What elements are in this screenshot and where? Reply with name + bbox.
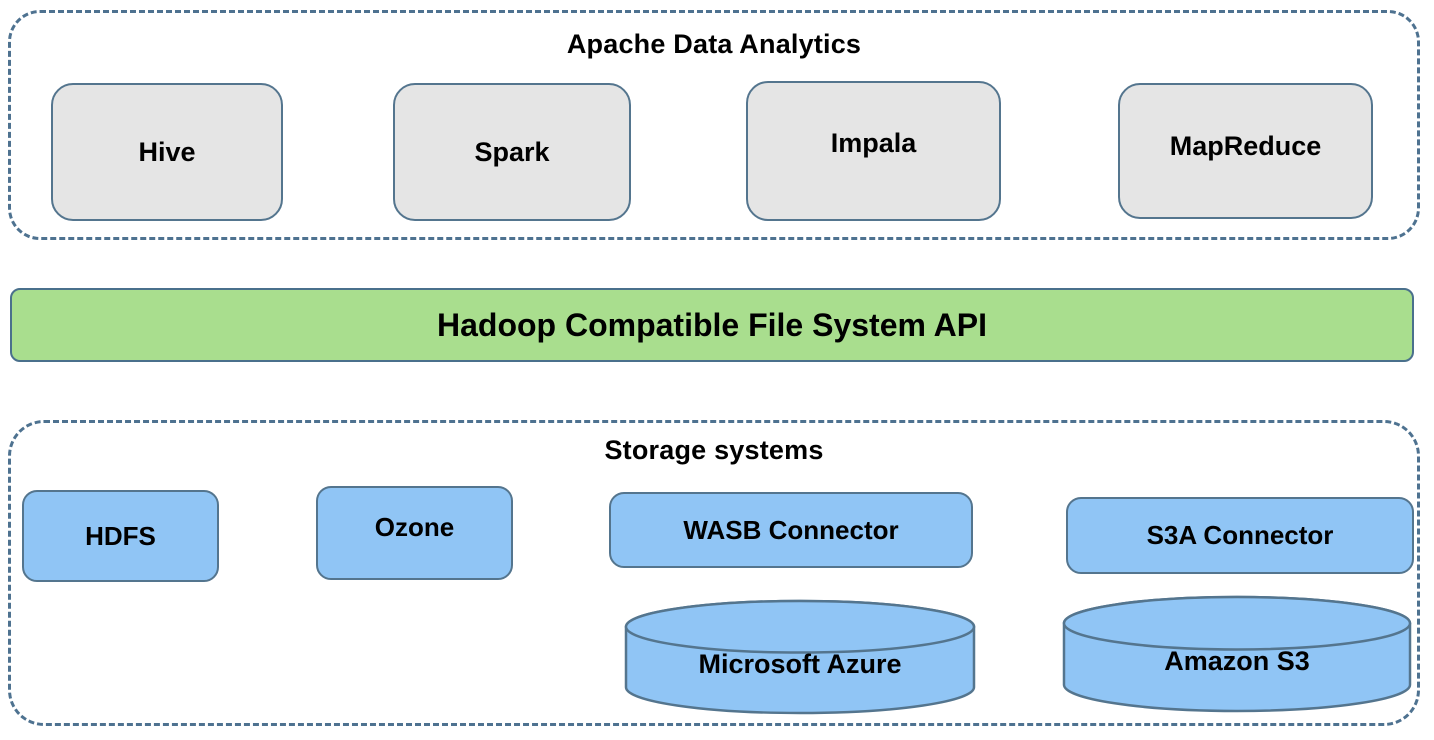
analytics-section-title: Apache Data Analytics <box>566 29 862 59</box>
node-wasb-connector-label: WASB Connector <box>683 514 899 545</box>
node-s3a-connector: S3A Connector <box>1066 497 1414 574</box>
node-spark-label: Spark <box>474 136 550 167</box>
node-ozone-label: Ozone <box>374 511 455 542</box>
hcfs-api-bar-label: Hadoop Compatible File System API <box>436 306 987 343</box>
azure-database-cylinder: Microsoft Azure <box>624 599 976 716</box>
node-spark: Spark <box>393 83 631 221</box>
node-hive-label: Hive <box>138 136 196 167</box>
node-ozone: Ozone <box>316 486 513 580</box>
node-wasb-connector: WASB Connector <box>609 492 973 568</box>
storage-section-title: Storage systems <box>604 435 824 465</box>
analytics-section: Apache Data Analytics Hive Spark Impala … <box>8 10 1420 240</box>
node-hdfs: HDFS <box>22 490 219 582</box>
node-hdfs-label: HDFS <box>85 520 156 551</box>
database-cylinder-icon <box>624 599 976 715</box>
node-s3a-connector-label: S3A Connector <box>1146 520 1334 550</box>
storage-section: Storage systems HDFS Ozone WASB Connecto… <box>8 420 1420 726</box>
s3-database-cylinder: Amazon S3 <box>1062 595 1412 714</box>
node-mapreduce-label: MapReduce <box>1169 130 1322 161</box>
node-hive: Hive <box>51 83 283 221</box>
s3-cylinder-label: Amazon S3 <box>1164 646 1310 676</box>
node-impala: Impala <box>746 81 1001 221</box>
node-mapreduce: MapReduce <box>1118 83 1373 219</box>
azure-cylinder-label: Microsoft Azure <box>698 649 902 679</box>
database-cylinder-icon <box>1062 595 1412 713</box>
node-impala-label: Impala <box>830 127 917 158</box>
hcfs-api-bar: Hadoop Compatible File System API <box>10 288 1414 362</box>
